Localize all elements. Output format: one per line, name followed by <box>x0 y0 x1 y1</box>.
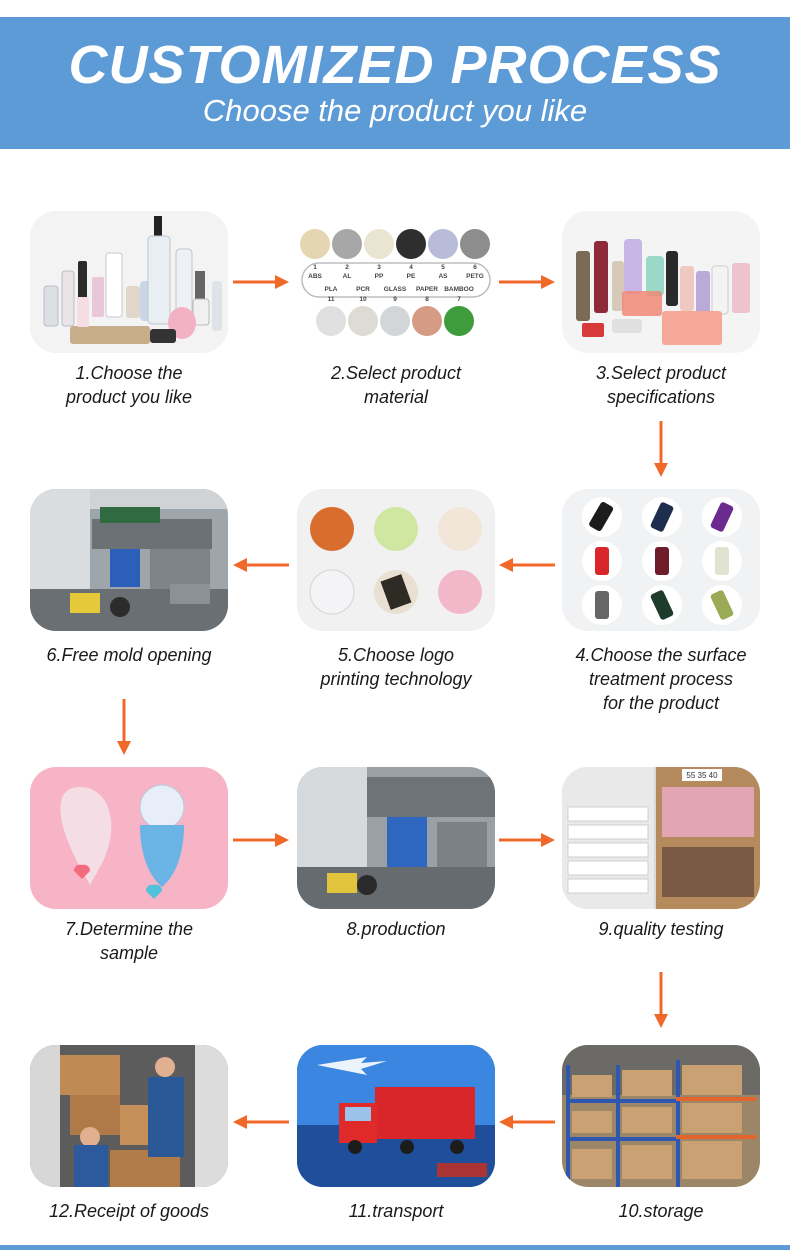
step-caption: 3.Select product specifications <box>595 363 727 407</box>
arrow-left-icon <box>233 558 289 572</box>
step-caption: 6.Free mold opening <box>46 645 212 665</box>
product-specifications-image <box>562 211 760 353</box>
material-label: BAMBOO <box>444 286 474 293</box>
material-label: PETG <box>466 273 484 280</box>
bottom-divider <box>0 1245 790 1250</box>
warehouse-storage-image <box>562 1045 760 1187</box>
logo-printing-samples-image <box>297 489 495 631</box>
sample-product-image <box>30 767 228 909</box>
step-caption: 2.Select product material <box>330 363 462 407</box>
arrow-left-icon <box>233 1115 289 1129</box>
arrow-down-icon <box>654 421 668 477</box>
material-label: PE <box>407 273 416 280</box>
step-caption: 5.Choose logo printing technology <box>320 645 472 689</box>
arrow-left-icon <box>499 1115 555 1129</box>
arrow-right-icon <box>499 833 555 847</box>
arrow-left-icon <box>499 558 555 572</box>
arrow-down-icon <box>117 699 131 755</box>
quality-testing-image: 55 35 40 <box>562 767 760 909</box>
material-label: PLA <box>325 286 338 293</box>
step-caption: 10.storage <box>618 1201 704 1221</box>
arrow-right-icon <box>233 275 289 289</box>
arrow-right-icon <box>499 275 555 289</box>
material-number: 7 <box>457 296 461 303</box>
step-caption: 7.Determine the sample <box>64 919 194 963</box>
step-caption: 11.transport <box>348 1201 444 1221</box>
page-title: CUSTOMIZED PROCESS <box>68 35 722 95</box>
material-number: 8 <box>425 296 429 303</box>
step-caption: 12.Receipt of goods <box>48 1201 210 1221</box>
material-label: AS <box>438 273 448 280</box>
material-number: 3 <box>377 264 381 271</box>
material-number: 2 <box>345 264 349 271</box>
material-number: 4 <box>409 264 413 271</box>
material-number: 9 <box>393 296 397 303</box>
page-subtitle: Choose the product you like <box>202 93 588 128</box>
material-label: PCR <box>356 286 370 293</box>
cosmetic-containers-image <box>30 211 228 353</box>
transport-image <box>297 1045 495 1187</box>
receipt-of-goods-image <box>30 1045 228 1187</box>
surface-treatment-samples-image <box>562 489 760 631</box>
material-label: GLASS <box>384 286 407 293</box>
material-label: AL <box>343 273 352 280</box>
mold-machine-image <box>30 489 228 631</box>
step-caption: 1.Choose the product you like <box>65 363 193 407</box>
material-label: ABS <box>308 273 322 280</box>
material-number: 1 <box>313 264 317 271</box>
material-number: 10 <box>359 296 367 303</box>
production-machine-image <box>297 767 495 909</box>
box-label: 55 35 40 <box>686 771 718 780</box>
step-caption: 9.quality testing <box>598 919 724 939</box>
step-caption: 8.production <box>346 919 446 939</box>
header-banner <box>0 17 790 149</box>
material-number: 5 <box>441 264 445 271</box>
material-number: 11 <box>328 296 335 303</box>
step-caption: 4.Choose the surface treatment process f… <box>575 645 747 713</box>
material-label: PP <box>375 273 384 280</box>
arrow-right-icon <box>233 833 289 847</box>
material-label: PAPER <box>416 286 438 293</box>
material-number: 6 <box>473 264 477 271</box>
arrow-down-icon <box>654 972 668 1028</box>
